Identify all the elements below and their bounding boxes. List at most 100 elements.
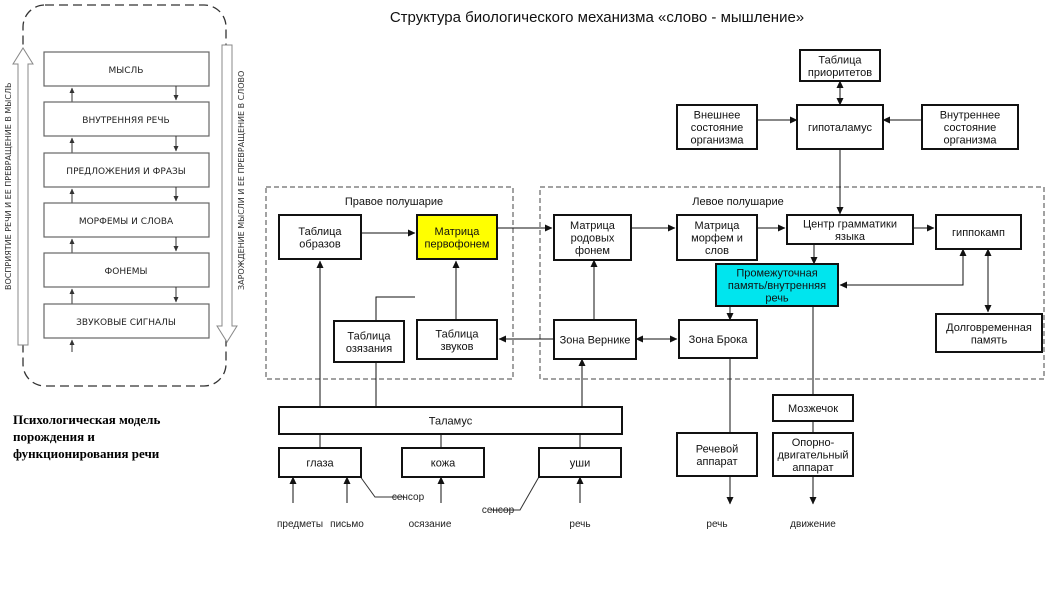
left-hemisphere-region [539, 186, 1045, 380]
node-label: языка [835, 231, 866, 243]
node-frame [676, 432, 758, 477]
label-objects: предметы [277, 519, 323, 530]
psych-level-box: ФОНЕМЫ [43, 252, 210, 288]
label-speech-out: речь [706, 519, 727, 530]
node-label: глаза [306, 458, 334, 470]
psych-level-box: МОРФЕМЫ И СЛОВА [43, 202, 210, 238]
psych-level-box: ЗВУКОВЫЕ СИГНАЛЫ [43, 303, 210, 339]
node-cerebellum: Мозжечок [772, 394, 854, 422]
psych-level-label: МЫСЛЬ [109, 66, 144, 76]
node-label: уши [570, 458, 590, 470]
node-label: морфем и [691, 233, 743, 245]
node-hippocampus: гиппокамп [935, 214, 1022, 250]
psych-level-label: ЗВУКОВЫЕ СИГНАЛЫ [76, 318, 176, 328]
label-speech-in: речь [569, 519, 590, 530]
node-frame [553, 319, 637, 360]
psych-level-frame [43, 152, 210, 188]
node-frame [796, 104, 884, 150]
node-frame [772, 394, 854, 422]
diagram-title: Структура биологического механизма «слов… [390, 9, 804, 26]
left-hemisphere-label: Левое полушарие [692, 196, 783, 208]
node-label: приоритетов [808, 67, 872, 79]
psych-level-frame [43, 51, 210, 87]
node-label: Внутреннее [940, 110, 1001, 122]
node-frame [278, 406, 623, 435]
psych-level-box: ПРЕДЛОЖЕНИЯ И ФРАЗЫ [43, 152, 210, 188]
node-label: кожа [431, 458, 456, 470]
caption-line: функционирования речи [13, 446, 160, 461]
node-frame [416, 214, 498, 260]
node-label: аппарат [696, 456, 737, 468]
caption-line: порождения и [13, 429, 95, 444]
node-frame [538, 447, 622, 478]
psych-level-label: МОРФЕМЫ И СЛОВА [79, 217, 174, 227]
node-label: Промежуточная [736, 268, 817, 280]
node-frame [786, 214, 914, 245]
node-frame [772, 432, 854, 477]
label-movement: движение [790, 519, 836, 530]
node-thalamus: Таламус [278, 406, 623, 435]
generation-label: ЗАРОЖДЕНИЕ МЫСЛИ И ЕЕ ПРЕВРАЩЕНИЕ В СЛОВ… [237, 71, 246, 290]
node-label: фонем [575, 245, 610, 257]
node-label: Таблица [347, 330, 391, 342]
psych-level-box: МЫСЛЬ [43, 51, 210, 87]
node-label: Матрица [695, 220, 741, 232]
label-sensor-1: сенсор [392, 492, 425, 503]
node-ears: уши [538, 447, 622, 478]
node-label: память [971, 334, 1008, 346]
node-label: Матрица [570, 220, 616, 232]
right-hemisphere-label: Правое полушарие [345, 196, 443, 208]
node-label: состояние [691, 122, 744, 134]
node-label: память/внутренняя [728, 280, 826, 292]
node-label: родовых [571, 233, 615, 245]
caption-line: Психологическая модель [13, 412, 161, 427]
label-touch: осязание [409, 519, 452, 530]
node-label: организма [943, 135, 997, 147]
node-label: состояние [944, 122, 997, 134]
perception-arrow [12, 47, 34, 346]
psych-level-label: ФОНЕМЫ [105, 267, 148, 277]
node-frame [278, 447, 362, 478]
generation-arrow [216, 44, 238, 343]
node-frame [799, 49, 881, 82]
node-frame [553, 214, 632, 261]
node-label: Таблица [818, 54, 862, 66]
node-frame [676, 104, 758, 150]
node-label: аппарат [792, 462, 833, 474]
psych-level-box: ВНУТРЕННЯЯ РЕЧЬ [43, 101, 210, 137]
node-frame [678, 319, 758, 359]
node-label: речь [765, 293, 789, 305]
node-label: Матрица [435, 226, 481, 238]
node-frame [676, 214, 758, 261]
node-label: Зона Брока [689, 334, 749, 346]
node-label: двигательный [778, 450, 849, 462]
node-label: гиппокамп [952, 227, 1005, 239]
node-label: гипоталамус [808, 122, 873, 134]
node-broca-area: Зона Брока [678, 319, 758, 359]
node-label: Опорно- [792, 437, 835, 449]
node-label: образов [299, 238, 341, 250]
psych-level-frame [43, 252, 210, 288]
node-label: Мозжечок [788, 403, 838, 415]
node-label: Таблица [435, 328, 479, 340]
node-frame [416, 319, 498, 360]
node-label: Таламус [429, 416, 473, 428]
edge-touch-protophoneme [375, 296, 415, 321]
node-label: Зона Вернике [560, 335, 631, 347]
node-hypothalamus: гипоталамус [796, 104, 884, 150]
node-skin: кожа [401, 447, 485, 478]
node-frame [401, 447, 485, 478]
node-frame [921, 104, 1019, 150]
node-frame [935, 214, 1022, 250]
psych-level-frame [43, 202, 210, 238]
edge-hippocampus-memory [839, 248, 967, 289]
node-label: Таблица [298, 226, 342, 238]
